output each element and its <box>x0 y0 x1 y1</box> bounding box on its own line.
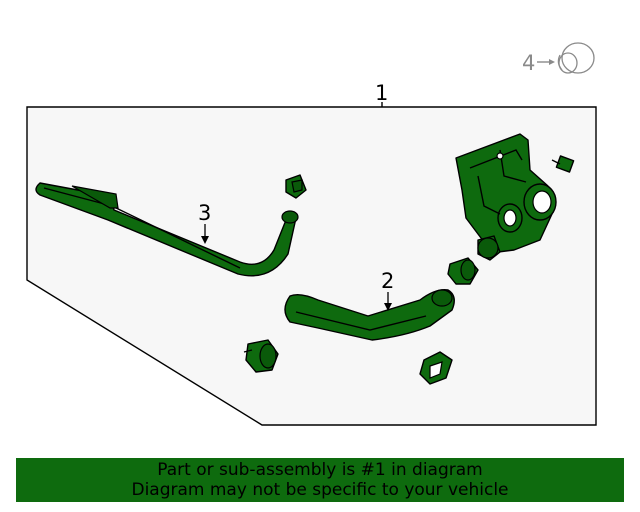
clamp-middle-right <box>447 257 479 285</box>
info-banner: Part or sub-assembly is #1 in diagram Di… <box>16 458 624 502</box>
callout-4-label: 4 <box>522 51 535 75</box>
banner-line-1: Part or sub-assembly is #1 in diagram <box>157 460 483 480</box>
bolt <box>551 155 575 173</box>
outlet-housing <box>455 133 557 261</box>
clamp-lower-left <box>243 339 279 373</box>
cap-part-4-icon <box>557 42 595 74</box>
callout-1-label: 1 <box>375 81 388 105</box>
hose-part-3 <box>35 182 299 277</box>
callout-3-label: 3 <box>198 201 211 225</box>
banner-line-2: Diagram may not be specific to your vehi… <box>131 480 509 500</box>
clamp-lower-right <box>419 351 453 385</box>
hose-part-2 <box>284 289 455 341</box>
callout-2-label: 2 <box>381 269 394 293</box>
callout-3-arrowhead <box>201 236 209 244</box>
callout-4-arrowhead <box>549 59 555 65</box>
assembly-panel <box>26 106 597 426</box>
clamp-upper <box>285 174 307 199</box>
callout-2-arrowhead <box>384 303 392 311</box>
